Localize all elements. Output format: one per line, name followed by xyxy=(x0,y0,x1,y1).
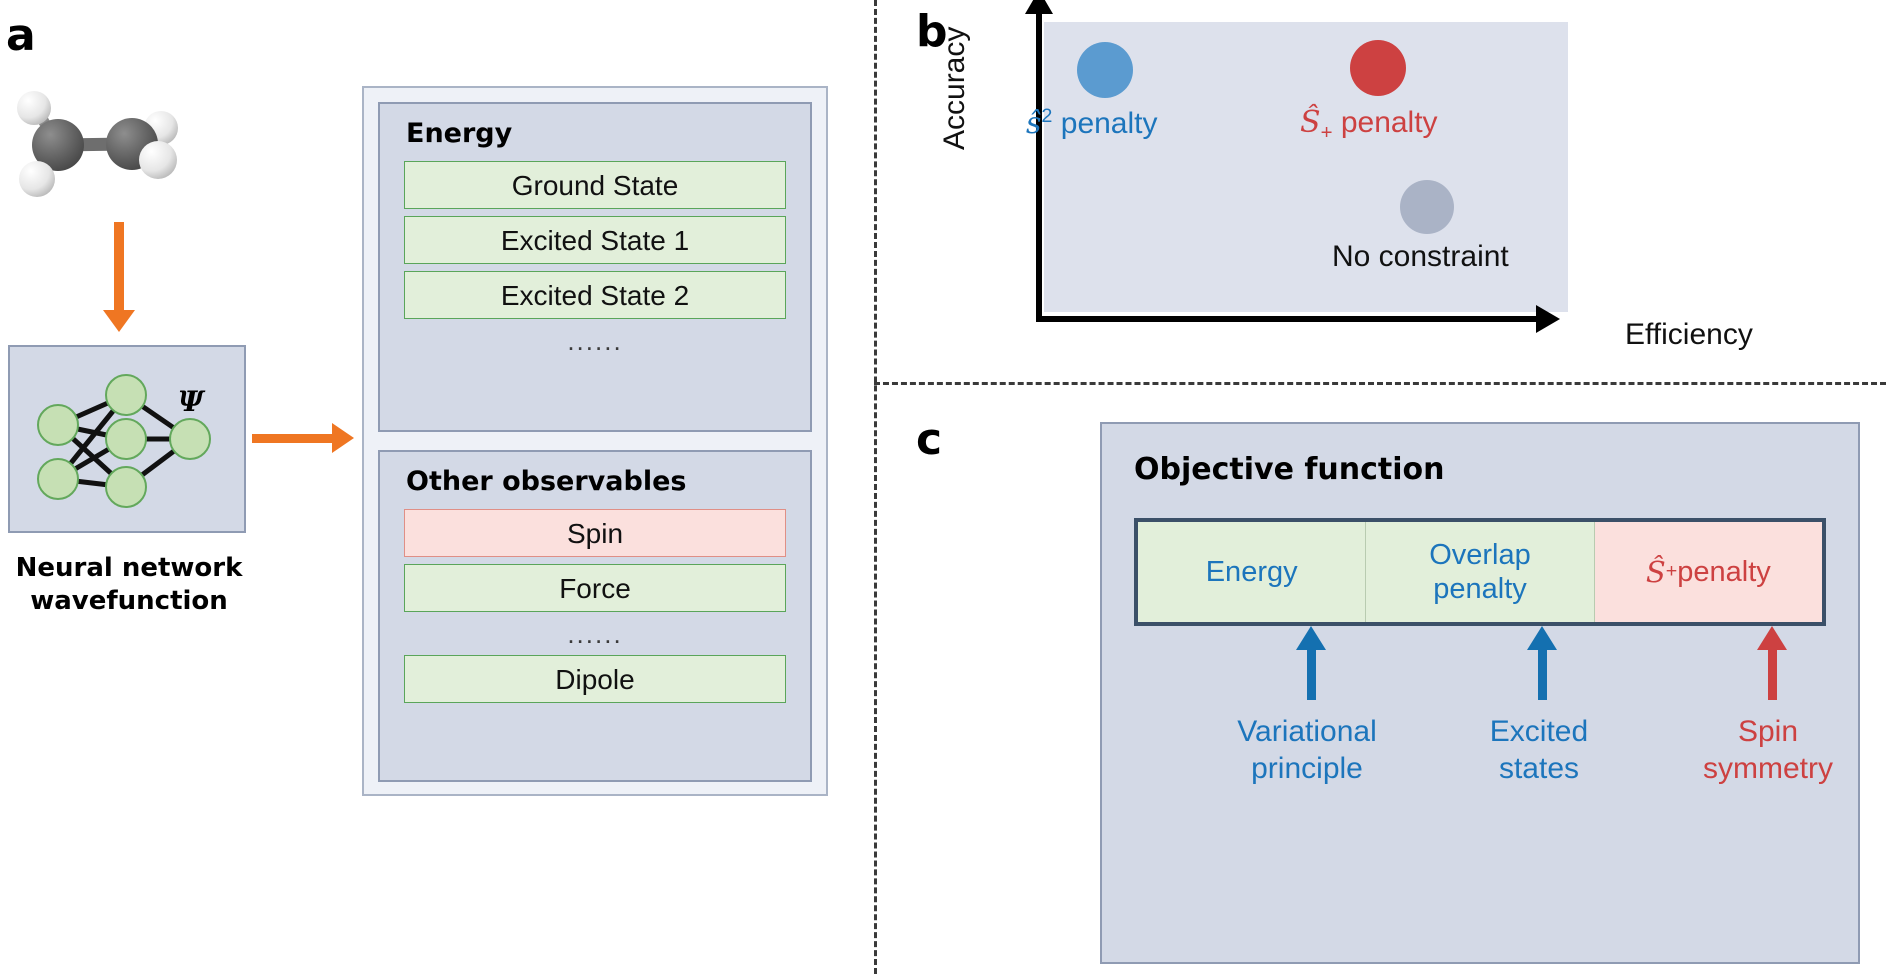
x-axis-label: Efficiency xyxy=(1625,318,1753,351)
s-plus-subscript: + xyxy=(1665,560,1678,583)
arrow-excited-states-shaft xyxy=(1538,646,1547,700)
horizontal-divider xyxy=(874,382,1886,385)
arrow-spin-symmetry-shaft xyxy=(1768,646,1777,700)
s-hat-symbol: Ŝ xyxy=(1300,105,1321,140)
objective-function-title: Objective function xyxy=(1134,452,1445,487)
neural-network-graph-icon xyxy=(37,374,211,508)
panel-a: a xyxy=(0,0,874,974)
energy-group-title: Energy xyxy=(406,118,513,149)
s2-superscript: 2 xyxy=(1041,105,1053,127)
arrow-variational-principle-shaft xyxy=(1307,646,1316,700)
energy-item-ground-state[interactable]: Ground State xyxy=(404,161,786,209)
x-axis-arrow xyxy=(1036,305,1560,333)
s-hat-symbol: Ŝ xyxy=(1645,554,1666,589)
label-spin-symmetry: Spin symmetry xyxy=(1660,714,1876,787)
spin-symmetry-line-1: Spin xyxy=(1737,715,1799,748)
observables-outer-frame: Energy Ground State Excited State 1 Exci… xyxy=(362,86,828,796)
y-axis-arrow xyxy=(1025,0,1053,322)
bubble-s2-penalty[interactable] xyxy=(1077,42,1133,98)
observable-item-spin[interactable]: Spin xyxy=(404,509,786,557)
arrow-excited-states-head xyxy=(1527,626,1557,650)
bubble-label-s2-penalty: ŝ2 penalty xyxy=(1026,105,1158,141)
objective-term-s-plus-penalty[interactable]: Ŝ+ penalty xyxy=(1594,522,1822,622)
other-observables-group: Other observables Spin Force ...... Dipo… xyxy=(378,450,812,782)
excited-states-line-2: states xyxy=(1498,751,1580,785)
neural-network-caption: Neural network wavefunction xyxy=(0,552,258,619)
s-plus-penalty-text: penalty xyxy=(1677,555,1771,588)
spin-symmetry-line-2: symmetry xyxy=(1703,751,1833,785)
s-hat-symbol: ŝ xyxy=(1026,106,1042,141)
objective-term-energy[interactable]: Energy xyxy=(1138,522,1367,622)
variational-principle-line-2: principle xyxy=(1251,751,1363,785)
arrow-variational-principle-head xyxy=(1296,626,1326,650)
y-axis-label: Accuracy xyxy=(938,26,971,150)
s-plus-subscript: + xyxy=(1320,122,1333,144)
psi-symbol-label: Ψ xyxy=(178,385,204,418)
panel-b-letter: b xyxy=(916,6,948,57)
neural-network-box xyxy=(8,345,246,533)
nn-caption-line-2: wavefunction xyxy=(30,586,228,617)
bubble-label-s-plus-penalty: Ŝ+ penalty xyxy=(1300,105,1438,145)
bubble-s-plus-penalty[interactable] xyxy=(1350,40,1406,96)
bubble-label-no-constraint: No constraint xyxy=(1332,240,1509,273)
objective-function-box xyxy=(1100,422,1860,964)
variational-principle-line-1: Variational xyxy=(1237,715,1377,748)
excited-states-line-1: Excited xyxy=(1489,715,1589,748)
vertical-divider xyxy=(874,0,877,974)
arrow-network-to-observables xyxy=(252,423,354,453)
arrow-spin-symmetry-head xyxy=(1757,626,1787,650)
other-observables-ellipsis: ...... xyxy=(567,619,623,649)
energy-group-ellipsis: ...... xyxy=(567,326,623,356)
ethylene-molecule-icon xyxy=(17,91,178,197)
s-plus-penalty-text: penalty xyxy=(1332,106,1438,139)
s2-penalty-text: penalty xyxy=(1052,107,1158,140)
other-observables-group-title: Other observables xyxy=(406,466,687,497)
panel-a-letter: a xyxy=(6,10,36,61)
energy-item-excited-state-2[interactable]: Excited State 2 xyxy=(404,271,786,319)
label-excited-states: Excited states xyxy=(1432,714,1646,787)
observable-item-dipole[interactable]: Dipole xyxy=(404,655,786,703)
bubble-no-constraint[interactable] xyxy=(1400,180,1454,234)
arrow-molecule-to-network xyxy=(103,222,135,332)
label-variational-principle: Variational principle xyxy=(1192,714,1422,787)
observable-item-force[interactable]: Force xyxy=(404,564,786,612)
energy-item-excited-state-1[interactable]: Excited State 1 xyxy=(404,216,786,264)
energy-group: Energy Ground State Excited State 1 Exci… xyxy=(378,102,812,432)
panel-c-letter: c xyxy=(916,414,943,465)
nn-caption-line-1: Neural network xyxy=(15,553,243,583)
